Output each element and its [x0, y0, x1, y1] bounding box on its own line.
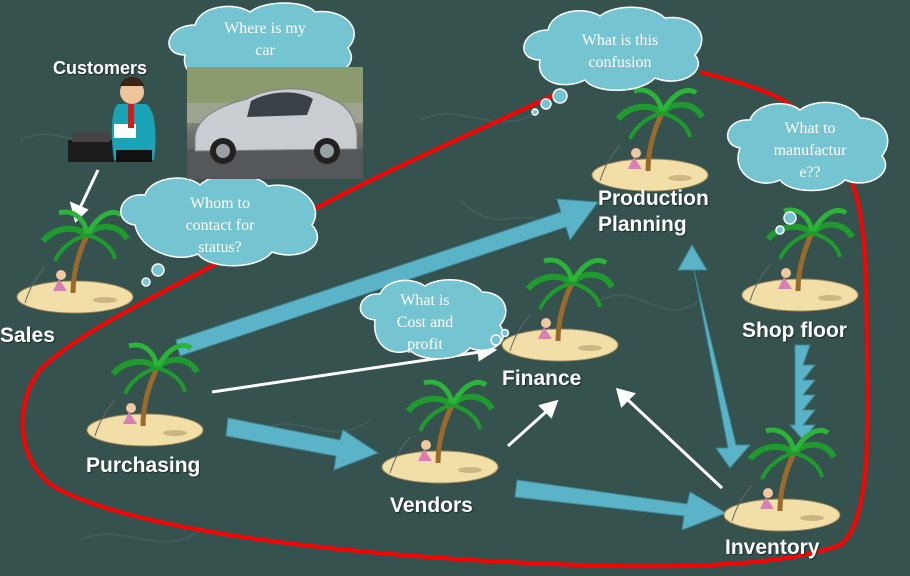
flow-arrows: [175, 198, 817, 531]
production-island: [592, 90, 708, 191]
shopfloor-island: [742, 210, 858, 311]
arrow-purchasing-to-vendors: [225, 417, 380, 471]
arrow-shopfloor-inventory: [788, 344, 817, 441]
arrow-vendors-to-inventory: [514, 479, 728, 531]
sales-island: [17, 212, 133, 313]
cloud-status: [120, 173, 319, 287]
label-shop-floor: Shop floor: [742, 319, 847, 342]
cloud-cost: [359, 279, 510, 360]
purchasing-island: [87, 345, 203, 446]
vendors-island: [382, 382, 498, 483]
cloud-confusion: [523, 6, 703, 116]
label-purchasing: Purchasing: [86, 454, 201, 477]
finance-island: [502, 260, 618, 361]
customer-person-icon: [68, 77, 156, 162]
label-vendors: Vendors: [390, 494, 473, 517]
label-inventory: Inventory: [725, 536, 820, 559]
label-finance: Finance: [502, 367, 582, 390]
arrow-purchasing-to-production: [175, 198, 599, 357]
label-customers: Customers: [53, 58, 148, 78]
arrow-production-inventory: [677, 244, 752, 469]
car-photo: [187, 67, 363, 179]
cloud-manufacture: [726, 101, 889, 235]
label-sales: Sales: [0, 324, 55, 347]
